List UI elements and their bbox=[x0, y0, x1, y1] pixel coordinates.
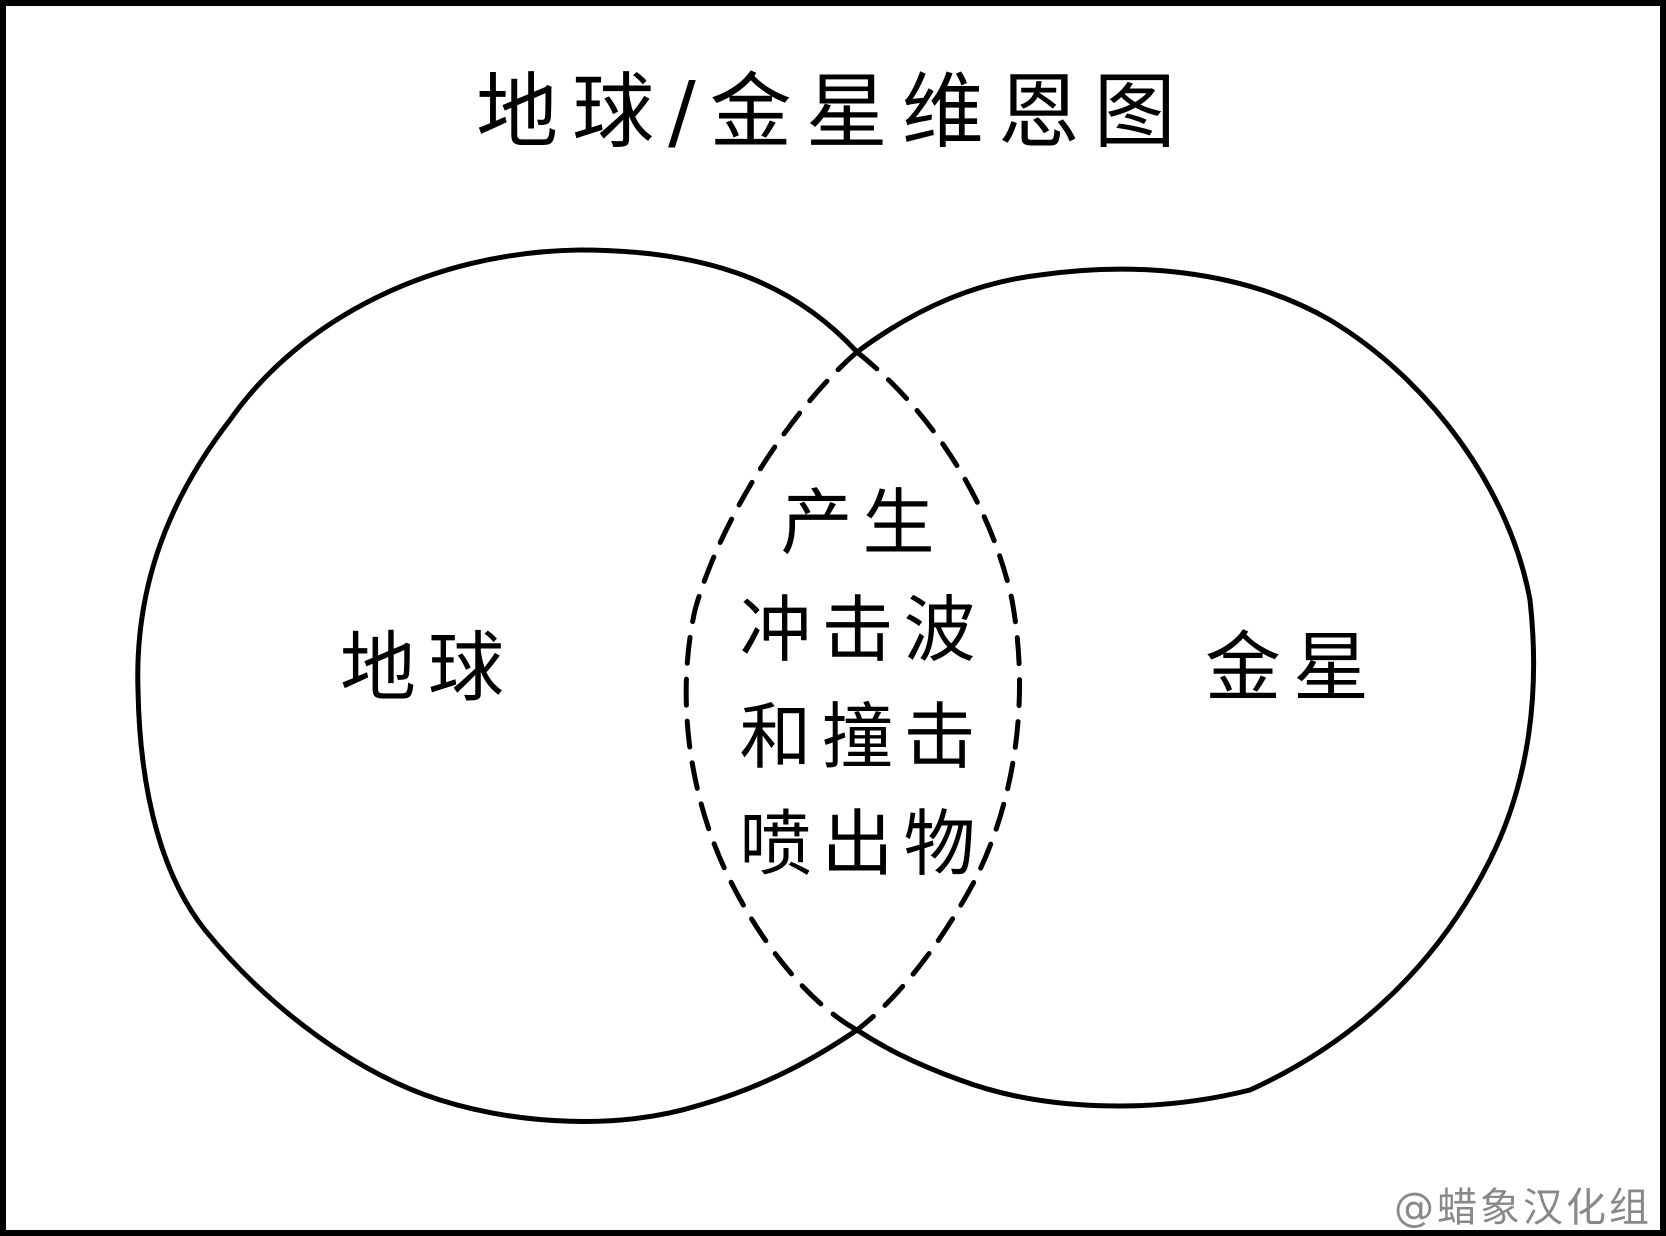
venus-label: 金星 bbox=[1205, 623, 1381, 712]
overlap-line-1: 产生 bbox=[780, 481, 945, 565]
overlap-label: 产生 冲击波 和撞击 喷出物 bbox=[690, 470, 1035, 898]
overlap-line-4: 喷出物 bbox=[739, 802, 986, 886]
earth-label: 地球 bbox=[340, 623, 516, 712]
overlap-line-2: 冲击波 bbox=[739, 588, 986, 672]
overlap-left-dashed-arc bbox=[683, 349, 860, 1033]
venus-circle bbox=[854, 266, 1537, 1109]
earth-circle bbox=[135, 247, 860, 1124]
watermark: @蜡象汉化组 bbox=[1394, 1185, 1652, 1231]
overlap-line-3: 和撞击 bbox=[739, 695, 986, 779]
overlap-right-dashed-arc bbox=[854, 349, 1023, 1033]
diagram-title: 地球/金星维恩图 bbox=[476, 65, 1190, 160]
